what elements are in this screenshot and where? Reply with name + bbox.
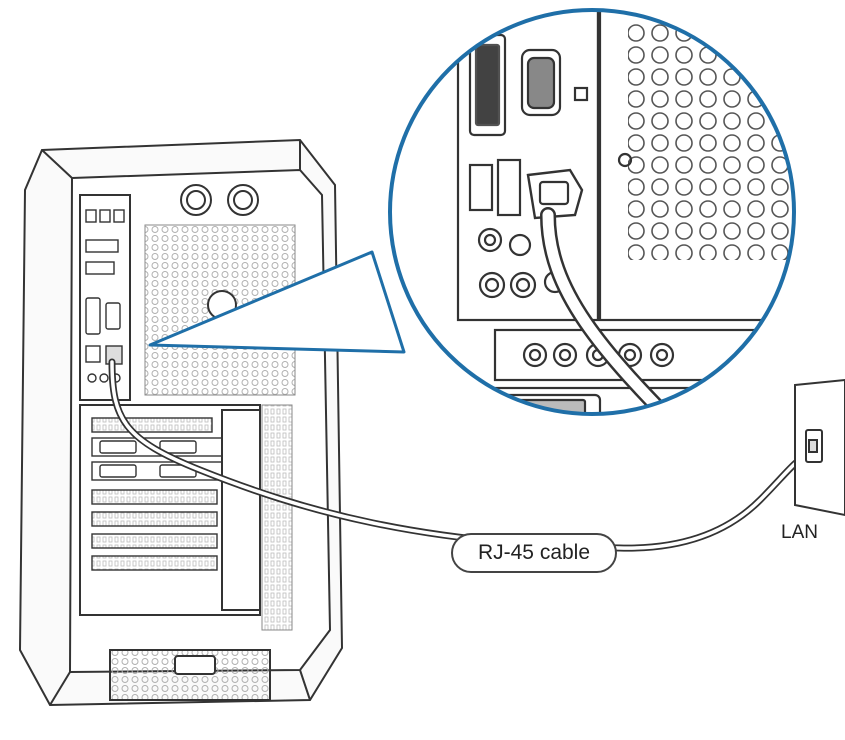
zoom-callout-pointer — [148, 250, 406, 354]
lan-label: LAN — [781, 522, 818, 543]
io-ports — [85, 209, 125, 383]
rj45-cable-label-text: RJ-45 cable — [477, 541, 591, 564]
rj45-cable-label: RJ-45 cable — [451, 533, 617, 573]
zoom-detail-circle — [388, 8, 796, 416]
pc-tower — [18, 138, 344, 707]
expansion-slots — [91, 417, 253, 571]
lan-wall-outlet — [794, 378, 845, 517]
